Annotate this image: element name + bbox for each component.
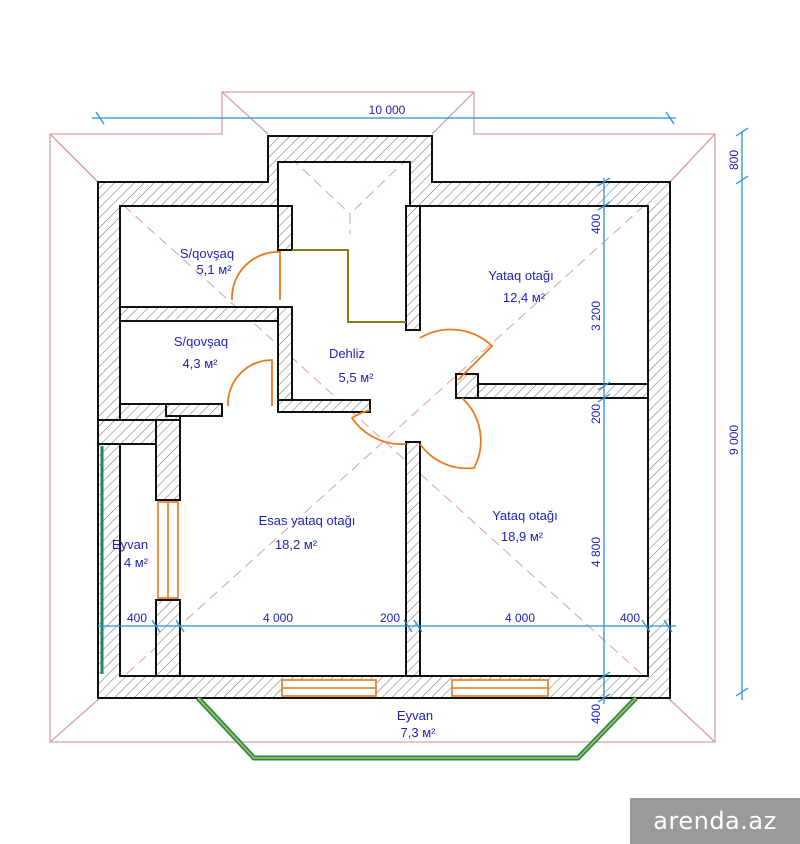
room-area-storage-2: 4,3 м² [183,356,219,371]
watermark: arenda.az [630,798,800,844]
room-label-bedroom-bottom: Yataq otağı [492,508,558,523]
wall-bedroom-divider [477,383,649,399]
roof-outline [49,91,716,743]
door-storage-1 [231,251,281,301]
room-label-storage-1: S/qovşaq [180,246,234,261]
room-area-balcony-bottom: 7,3 м² [401,725,437,740]
walls [97,135,671,699]
wall-master-left-lower [155,599,181,677]
dim-h-400-right: 400 [620,611,640,625]
wall-hall-left [165,403,223,417]
room-label-master: Esas yataq otağı [259,513,356,528]
room-area-master: 18,2 м² [275,537,318,552]
room-area-storage-1: 5,1 м² [197,262,233,277]
dim-seg-3200: 3 200 [589,301,603,331]
room-label-balcony-left: Eyvan [112,537,148,552]
wall-balcony-left [97,419,157,445]
door-bedroom-top [419,328,494,381]
wall-master-left [155,419,181,501]
dim-right-total: 9 000 [727,425,741,455]
dim-h-200: 200 [380,611,400,625]
room-area-hallway: 5,5 м² [339,370,375,385]
wall-storage-right [277,205,293,251]
room-area-balcony-left: 4 м² [124,555,149,570]
roof-ridge-lines [99,157,669,699]
room-area-bedroom-top: 12,4 м² [503,290,546,305]
doors [227,251,494,470]
room-label-storage-2: S/qovşaq [174,334,228,349]
room-label-hallway: Dehliz [329,346,365,361]
hall-niche-lines [292,249,406,323]
room-label-bedroom-top: Yataq otağı [488,268,554,283]
room-label-balcony-bottom: Eyvan [397,708,433,723]
dim-h-400-left: 400 [127,611,147,625]
door-master [350,409,407,446]
dim-right-top: 800 [727,150,741,170]
balcony-bottom-railing [196,696,638,761]
dim-seg-4800: 4 800 [589,537,603,567]
wall-partition-vertical [405,441,421,677]
dim-seg-400-bottom: 400 [589,704,603,724]
door-storage-2 [227,359,273,407]
dim-seg-400-top: 400 [589,214,603,234]
wall-storage-divider [119,306,281,322]
dim-top-total: 10 000 [369,103,406,117]
wall-hall-bottom [277,399,371,413]
wall-storage2-right [277,306,293,412]
windows [157,501,549,697]
dim-seg-200-mid: 200 [589,404,603,424]
dim-h-4000-left: 4 000 [263,611,293,625]
wall-hall-right-stub [455,373,479,399]
dimension-lines [92,111,749,704]
door-bedroom-bottom [419,397,482,470]
dim-h-4000-right: 4 000 [505,611,535,625]
wall-hall-right-upper [405,205,421,331]
room-area-bedroom-bottom: 18,9 м² [501,529,544,544]
